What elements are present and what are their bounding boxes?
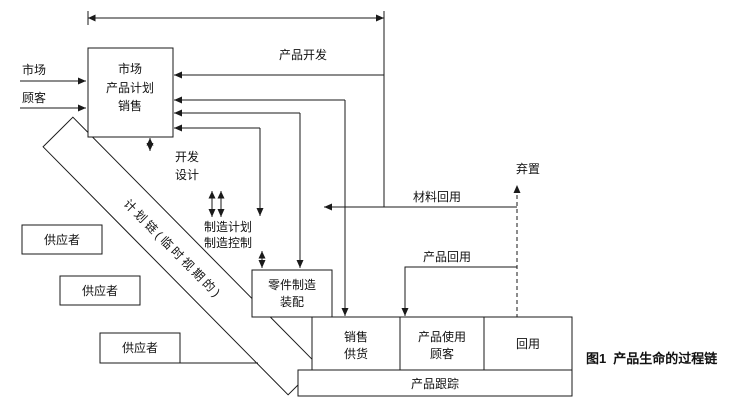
parts-box-line1: 零件制造 [268,278,316,292]
supplier3-label: 供应者 [122,340,158,355]
dev-design-line1: 开发 [175,149,199,164]
product-tracking-label: 产品跟踪 [411,377,459,391]
supplier2-label: 供应者 [82,283,118,298]
product-development-label: 产品开发 [279,47,327,62]
disposal-label: 弃置 [516,161,540,176]
supplier-box-2 [59,275,141,306]
use-box-line1: 产品使用 [418,329,466,344]
customer-label: 顾客 [22,90,46,105]
main-box-line1: 市场 [118,61,142,76]
mfg-line1: 制造计划 [204,220,252,234]
sales-box-line1: 销售 [344,329,368,344]
market-label: 市场 [22,62,46,77]
dev-design-line2: 设计 [175,168,199,182]
parts-box-line2: 装配 [280,295,304,309]
use-box-line2: 顾客 [430,346,454,361]
supplier1-label: 供应者 [44,232,80,247]
reuse-box-label: 回用 [516,337,540,351]
supplier-box-1 [21,224,103,255]
parts-manufacture-box [251,269,333,318]
figure-caption-title: 产品生命的过程链 [613,351,718,366]
material-reuse-label: 材料回用 [413,190,461,204]
arrow-product-dev-loop [174,18,385,79]
product-tracking-bar [297,369,573,397]
main-box-line3: 销售 [118,98,142,113]
mfg-line2: 制造控制 [204,236,252,250]
main-planning-box [87,47,174,138]
sales-box-line2: 供货 [344,346,368,361]
main-box-line2: 产品计划 [106,81,154,95]
reuse-box [483,316,573,371]
product-reuse-label: 产品回用 [423,250,471,264]
supplier-box-3 [99,332,181,364]
plan-chain-band [42,116,319,396]
diagram-lines [20,11,521,364]
product-use-box [399,316,485,371]
figure-caption: 图1 产品生命的过程链 [586,351,718,366]
arrow-product-reuse [401,266,517,316]
figure-caption-number: 图1 [586,351,606,366]
